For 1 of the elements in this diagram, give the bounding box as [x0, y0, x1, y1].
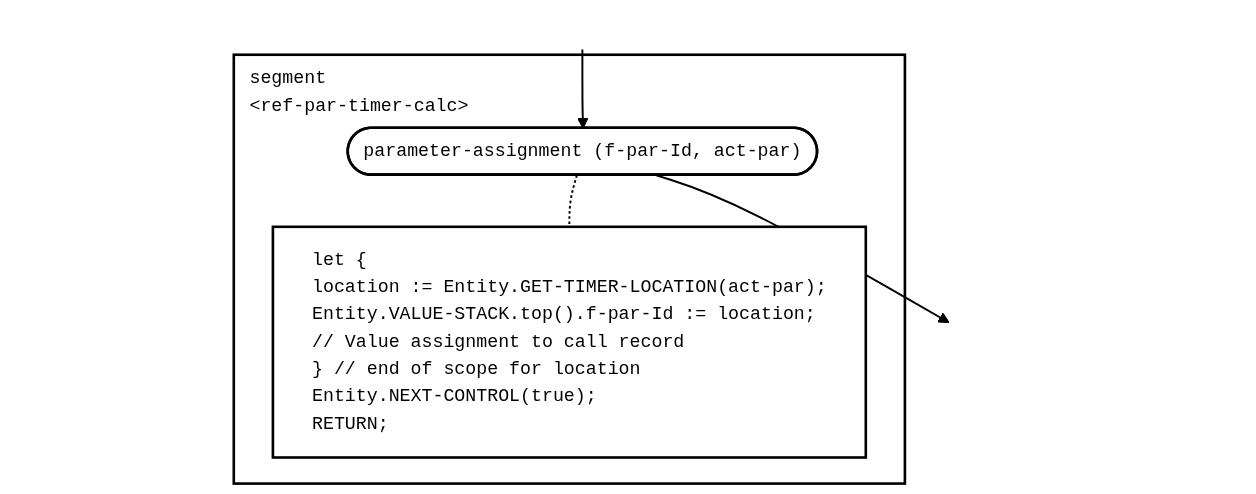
- node-box: let { location := Entity.GET-TIMER-LOCATION(act-par); Entity.VALUE-STACK.top().f-par-Id := location; // Value assignment to call record } // end of scope for location Entity.NEXT-CONTROL(true); RETURN;: [271, 225, 868, 459]
